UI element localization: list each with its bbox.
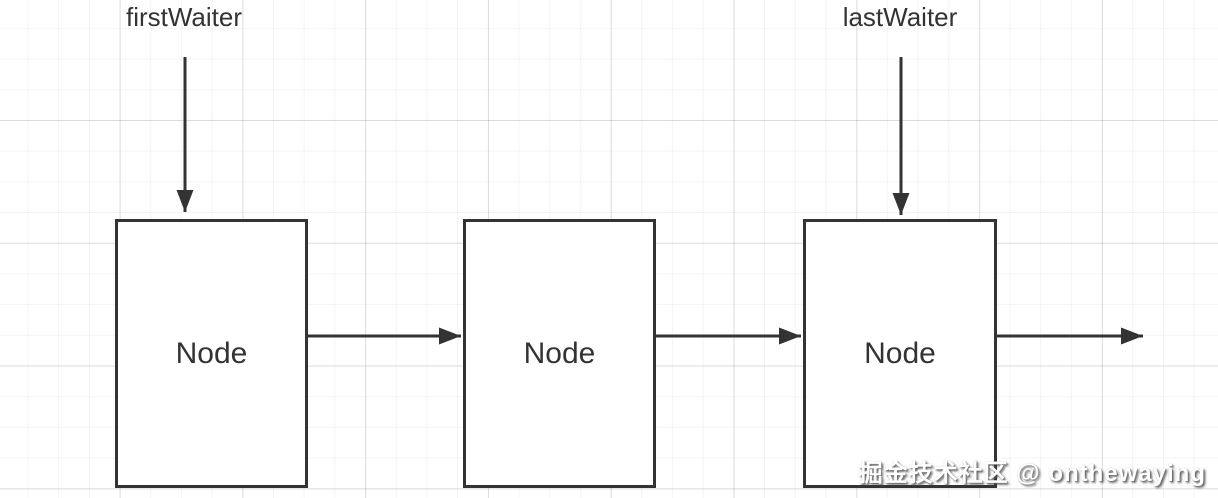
last-waiter-label: lastWaiter (842, 2, 958, 32)
node-2-label: Node (523, 336, 596, 370)
node-box-3: Node (803, 219, 997, 488)
node-1-label: Node (175, 336, 248, 370)
first-waiter-label: firstWaiter (125, 2, 243, 32)
node-box-1: Node (115, 219, 308, 488)
node-box-2: Node (463, 219, 656, 488)
watermark-text: 掘金技术社区 @ onthewaying (858, 460, 1206, 487)
node-3-label: Node (864, 336, 936, 370)
